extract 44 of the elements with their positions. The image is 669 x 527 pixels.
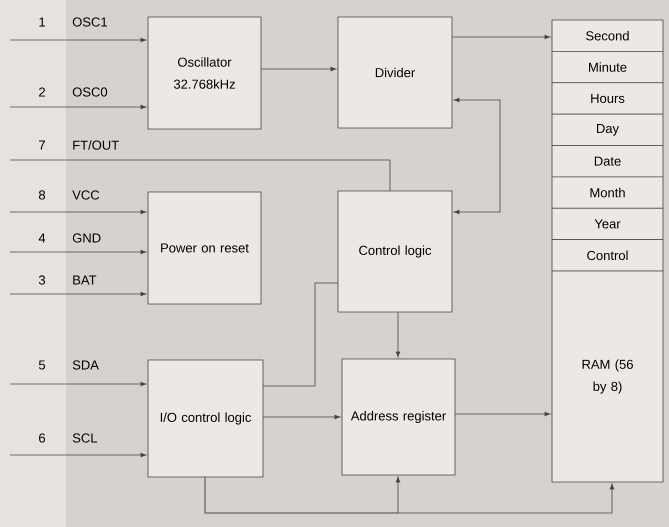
pin-number: 2 [39,87,45,97]
block: Control logic [338,190,452,312]
arrow [261,66,336,72]
pin-name: FT/OUT [73,140,119,150]
pin-name: BAT [73,276,96,284]
arrow [10,452,146,458]
register-cell: Date [552,145,664,178]
pin-number: 3 [38,275,46,285]
pin-number: 5 [38,360,46,370]
block: Oscillator 32.768kHz [148,16,262,130]
arrow [396,312,400,358]
pin-number: 8 [38,190,46,200]
register-cell: Hours [552,82,664,115]
block: Address register [342,358,456,476]
pin-name: OSC1 [72,17,107,27]
register-cell: Month [552,176,664,209]
register-cell: Year [552,208,664,240]
arrow [455,412,550,416]
pin-number: 1 [39,18,45,26]
arrow [10,210,146,214]
pin-name: SDA [72,360,99,370]
pin-name: SCL [72,433,98,443]
pin-name: GND [72,233,100,243]
block: Divider [338,16,452,128]
block: I/O control logic [148,360,264,478]
register-cell: Minute [552,50,664,84]
arrow [204,477,614,514]
arrow [10,38,146,42]
arrow [452,34,550,40]
pin-number: 6 [39,433,46,443]
arrow [263,414,340,420]
register-cell: Second [552,20,664,52]
pin-name: OSC0 [72,87,108,97]
arrow [10,382,146,386]
register-cell: Control [552,239,664,272]
pin-name: VCC [72,190,100,200]
pin-number: 4 [38,234,46,242]
arrow [10,250,146,254]
arrow [454,98,500,214]
arrow [10,104,146,110]
block: Power on reset [148,192,262,304]
arrow [10,292,146,296]
register-cell: Day [552,114,664,146]
pin-number: 7 [39,140,45,150]
